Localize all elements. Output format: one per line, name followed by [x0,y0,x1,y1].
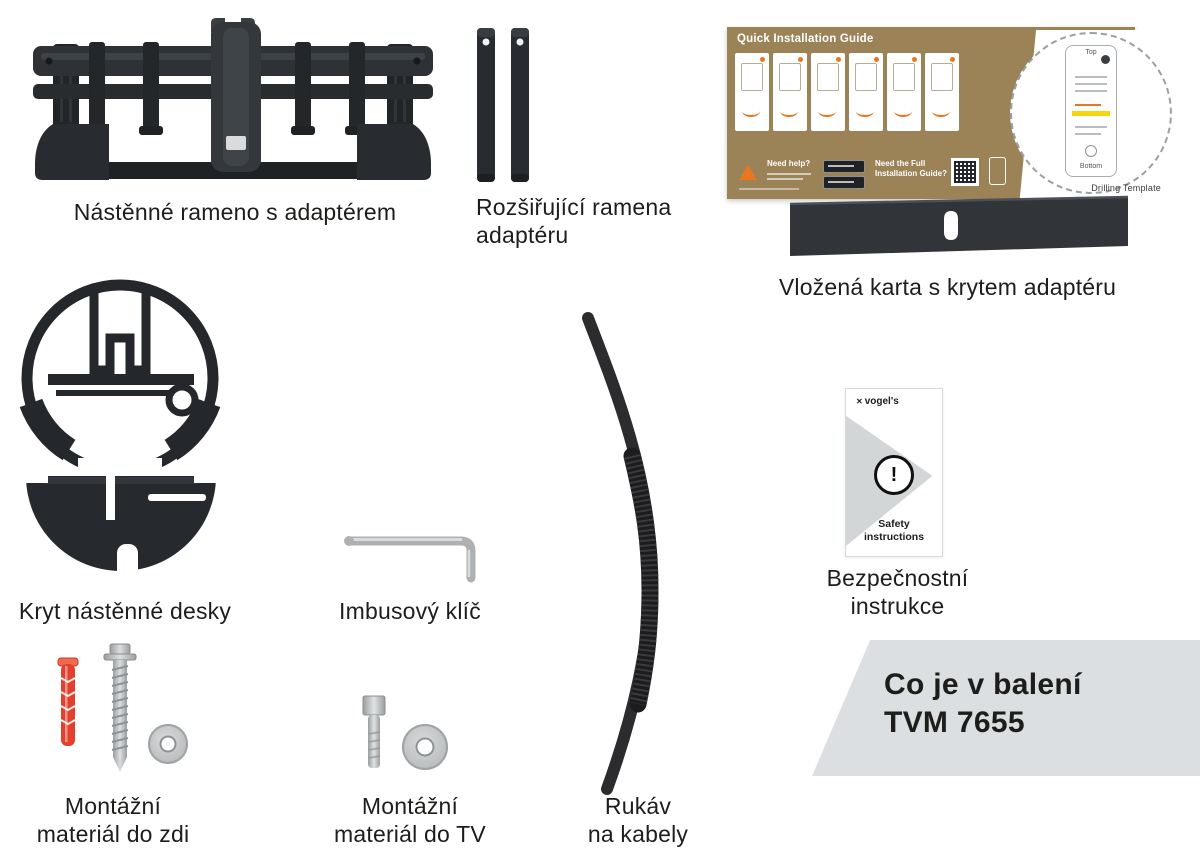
label-line: Montážní [361,793,459,819]
template-bottom-label: Bottom [1079,163,1103,170]
step-dot-icon [760,57,765,62]
small-text-line [767,178,803,180]
cable-sleeve-illustration [582,312,659,795]
label-cable-sleeve: Rukáv na kabely [558,792,718,848]
full-guide-text: Need the Full Installation Guide? [875,159,947,179]
label-insert-card: Vložená karta s krytem adaptéru [778,274,1117,300]
drilling-template-label: Drilling Template [1091,183,1161,193]
template-line [1075,126,1107,128]
safety-instructions-card: ✕vogel's ! Safety instructions [845,388,943,557]
label-line: na kabely [587,821,689,847]
guide-step [811,53,845,131]
vogels-x-icon: ✕ [856,397,863,406]
wall-screw-illustration [103,643,137,772]
label-line: materiál do zdi [36,821,190,847]
full-guide-line: Need the Full [875,159,926,168]
guide-step [735,53,769,131]
guide-step [887,53,921,131]
vogels-brand-text: vogel's [864,396,899,407]
template-line [1075,83,1107,85]
exclamation-icon: ! [890,463,898,486]
allen-key-illustration [344,536,476,583]
washer-hole [161,737,175,751]
label-wall-cover: Kryt nástěnné desky [18,598,232,624]
label-extension-arms: Rozšiřující ramena adaptéru [476,193,671,249]
play-store-badge [823,176,865,189]
template-yellow-bar [1072,111,1110,116]
template-line [1075,90,1107,92]
safety-card-text: Safety instructions [846,518,942,544]
washer-hole [417,739,433,755]
warning-triangle-icon [739,165,757,180]
label-line: Bezpečnostní [826,565,969,591]
guide-step [773,53,807,131]
banner-line-1: Co je v balení [884,668,1082,701]
label-safety-instructions: Bezpečnostní instrukce [805,564,990,620]
label-line: Rukáv [604,793,672,819]
guide-step [849,53,883,131]
extension-arms-component [472,24,536,191]
step-dot-icon [912,57,917,62]
step-dot-icon [836,57,841,62]
insert-card-illustration [789,195,1129,256]
wall-cover-component [14,278,244,591]
label-wall-arm: Nástěnné rameno s adaptérem [73,199,397,225]
wall-screw-component [100,642,140,779]
step-dot-icon [950,57,955,62]
insert-card-component [788,195,1130,266]
app-store-badges [823,160,865,189]
wall-plug-component [52,656,84,761]
template-line [1075,76,1107,78]
small-text-line [739,188,799,190]
wall-arm-component [22,16,444,199]
tv-bolt-illustration [362,695,386,768]
label-line: adaptéru [476,222,569,248]
vogels-brand: ✕vogel's [856,396,899,407]
label-line: Rozšiřující ramena [476,194,672,220]
label-line: materiál do TV [334,821,486,847]
safety-text-line: instructions [863,531,925,543]
guide-steps [735,53,959,131]
cable-sleeve-component [552,306,682,806]
label-tv-hardware: Montážní materiál do TV [305,792,515,848]
drilling-template-diagram: Top Bottom [1065,45,1117,177]
quick-install-guide: Quick Installation Guide Need help? Need… [727,27,1175,233]
banner-text: Co je v balení TVM 7655 [884,666,1200,742]
need-help-text: Need help? [767,159,811,168]
label-line: instrukce [850,593,945,619]
qr-code-icon [951,158,979,186]
template-highlight-line [1075,104,1101,106]
tv-washer-component [402,724,448,770]
wall-washer-component [148,724,188,764]
warning-circle-icon: ! [874,455,914,495]
cable-hole-icon [1101,55,1110,64]
full-guide-line: Installation Guide? [875,169,948,178]
banner-line-2: TVM 7655 [884,706,1025,739]
small-text-line [767,173,811,175]
step-dot-icon [798,57,803,62]
phone-icon [989,157,1006,185]
label-wall-hardware: Montážní materiál do zdi [8,792,218,848]
wall-plug-illustration [57,657,79,746]
guide-title: Quick Installation Guide [737,33,874,45]
allen-key-component [340,528,485,591]
screw-hole-icon [1085,145,1097,157]
wall-cover-illustration [19,279,221,580]
app-store-badge [823,160,865,173]
extension-arms-illustration [477,28,529,182]
template-line [1075,133,1101,135]
safety-text-line: Safety [878,518,910,530]
template-top-label: Top [1085,49,1097,56]
tv-bolt-component [358,694,390,779]
guide-step [925,53,959,131]
step-dot-icon [874,57,879,62]
label-line: Montážní [64,793,162,819]
package-banner: Co je v balení TVM 7655 [812,640,1200,776]
label-allen-key: Imbusový klíč [339,598,481,624]
wall-arm-illustration [33,18,433,180]
